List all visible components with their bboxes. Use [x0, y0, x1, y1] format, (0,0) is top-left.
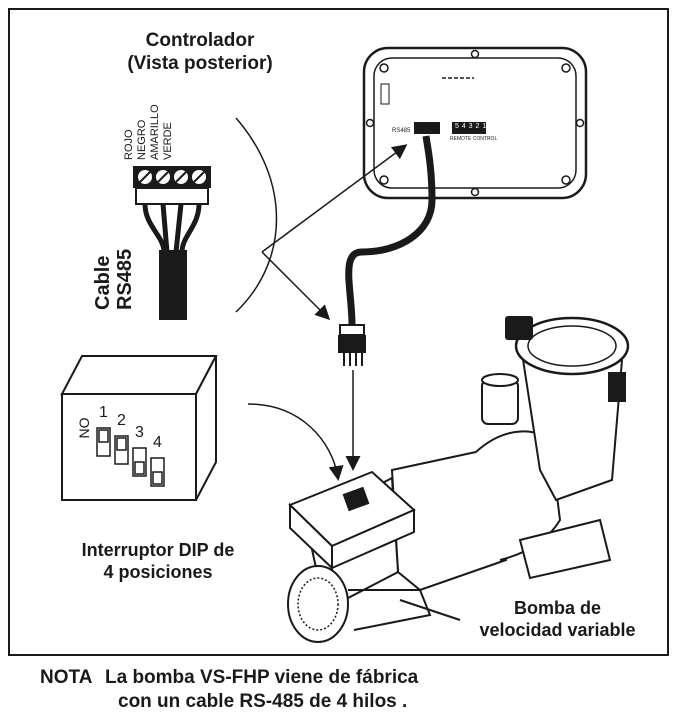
- pump-label-line2: velocidad variable: [479, 619, 636, 640]
- cable-label-line2: RS485: [114, 248, 136, 310]
- note-tag: NOTA: [40, 667, 92, 688]
- note-text-line2: con un cable RS-485 de 4 hilos .: [118, 690, 408, 712]
- wire-color-labels: ROJO NEGRO AMARILLO VERDE: [123, 90, 215, 160]
- dip-caption-line2: 4 posiciones: [103, 561, 213, 582]
- pump-label: Bomba de velocidad variable: [455, 598, 660, 641]
- pump-label-line1: Bomba de: [513, 598, 601, 618]
- dip-position-1: 1: [99, 404, 108, 421]
- cable-terminal-block: [133, 166, 211, 320]
- arrow-to-controller: [261, 144, 408, 253]
- dip-position-4: 4: [153, 434, 162, 451]
- diagram-frame: [8, 8, 669, 656]
- note-block: NOTA La bomba VS-FHP viene de fábrica co…: [40, 666, 670, 714]
- dip-caption-line1: Interruptor DIP de: [81, 540, 235, 560]
- separator-arc: [235, 117, 278, 313]
- wire-label-rojo: ROJO: [123, 129, 135, 160]
- cable-label-line1: Cable: [92, 255, 114, 310]
- note-text-line1: La bomba VS-FHP viene de fábrica: [105, 667, 419, 688]
- controller-title-line2: (Vista posterior): [127, 52, 273, 74]
- dip-on-label: ON: [76, 417, 93, 439]
- wire-label-verde: VERDE: [162, 122, 174, 160]
- wire-label-negro: NEGRO: [136, 119, 148, 160]
- port-remote-label: REMOTE CONTROL: [450, 136, 498, 142]
- variable-speed-pump: [287, 316, 630, 643]
- port-rs485-label: RS485: [392, 128, 411, 134]
- dip-position-2: 2: [117, 412, 126, 429]
- dip-caption: Interruptor DIP de 4 posiciones: [38, 540, 278, 583]
- arrow-to-pump-connector: [261, 251, 331, 321]
- controller-title: Controlador (Vista posterior): [90, 30, 310, 76]
- note-line1: NOTA La bomba VS-FHP viene de fábrica: [40, 666, 670, 690]
- rs485-cable-route: [338, 135, 436, 471]
- dip-position-3: 3: [135, 424, 144, 441]
- arrow-dip-to-pump: [247, 403, 344, 481]
- cable-label: Cable RS485: [86, 228, 140, 310]
- wire-label-amarillo: AMARILLO: [149, 104, 161, 160]
- controller-back-view: [362, 46, 588, 200]
- port-remote-terminals: 5 4 3 2 1: [455, 123, 487, 130]
- controller-title-line1: Controlador: [145, 30, 255, 51]
- dip-switch-graphic: [60, 355, 218, 501]
